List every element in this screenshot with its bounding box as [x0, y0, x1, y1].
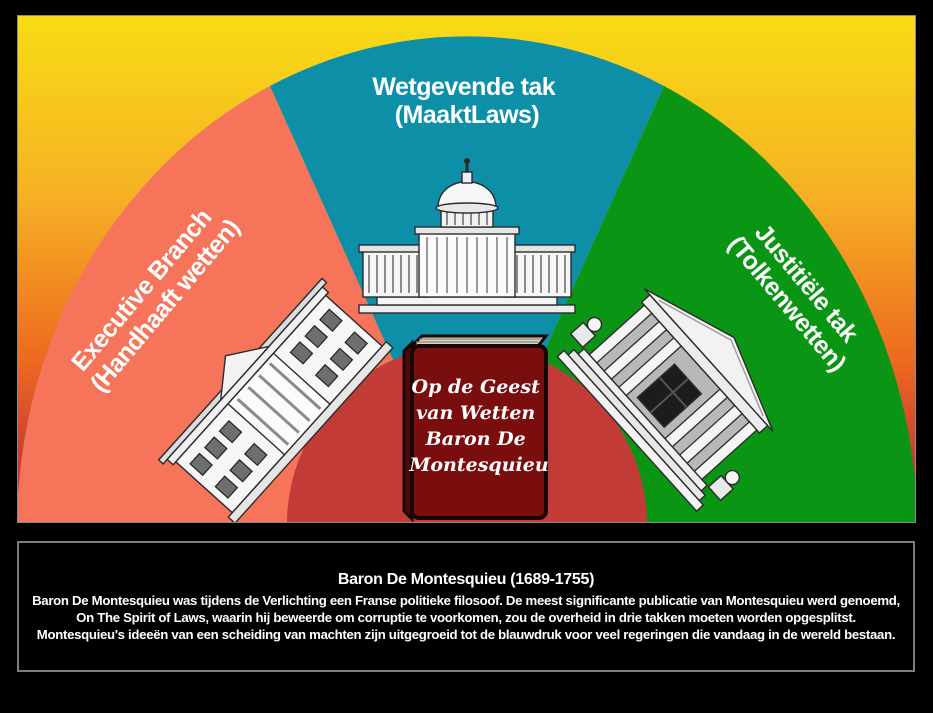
legislative-label-line1: Wetgevende tak	[372, 73, 555, 101]
caption-title: Baron De Montesquieu (1689-1755)	[337, 570, 595, 588]
legislative-label-line2: (MaaktLaws)	[395, 101, 540, 129]
montesquieu-book: Op de Geest van Wetten Baron De Montesqu…	[402, 334, 550, 522]
supreme-court-building-icon	[556, 288, 774, 513]
branches-panel: Wetgevende tak (MaaktLaws) Executive Bra…	[17, 15, 916, 523]
book-title: Op de Geest van Wetten Baron De Montesqu…	[408, 376, 548, 476]
book-title-line2: van Wetten	[416, 402, 535, 424]
book-title-line4: Montesquieu	[408, 454, 548, 476]
white-house-building-icon	[157, 277, 394, 522]
book-cover	[410, 344, 548, 520]
branches-semicircle: Wetgevende tak (MaaktLaws) Executive Bra…	[18, 36, 915, 522]
capitol-building-icon	[358, 158, 576, 314]
caption-body: Baron De Montesquieu was tijdens de Verl…	[32, 592, 900, 642]
book-title-line1: Op de Geest	[412, 376, 541, 398]
legislative-label: Wetgevende tak (MaaktLaws)	[372, 73, 561, 129]
book-title-line3: Baron De	[425, 428, 526, 450]
caption-box: Baron De Montesquieu (1689-1755) Baron D…	[17, 541, 915, 672]
